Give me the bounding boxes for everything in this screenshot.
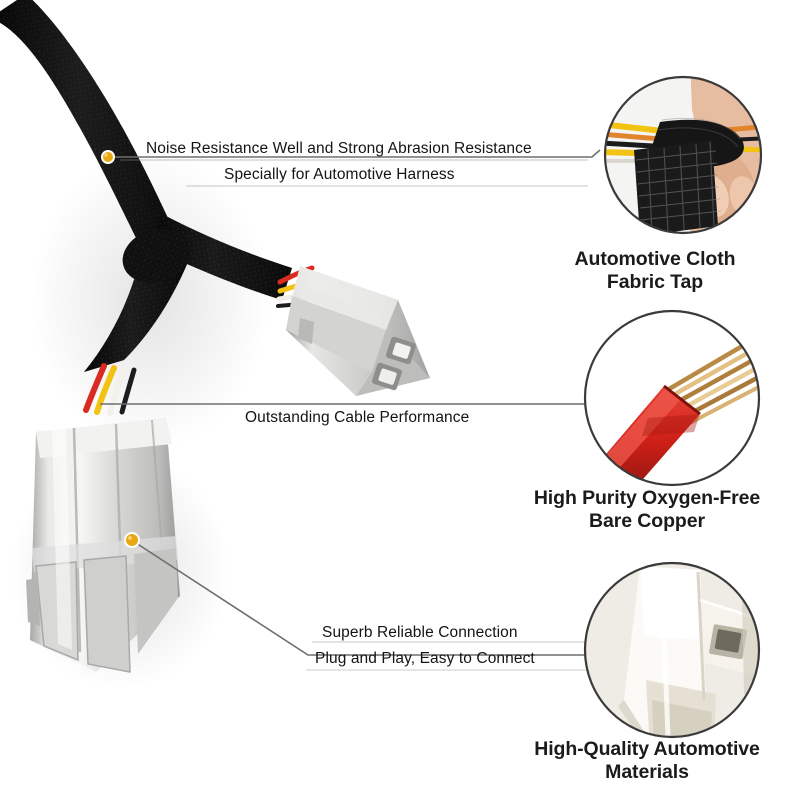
- harness-photo: [0, 0, 430, 673]
- inset-caption-line2: Fabric Tap: [606, 270, 704, 293]
- inset-caption-line2: Materials: [605, 760, 689, 783]
- inset-caption-cloth-fabric-tape: Automotive Cloth Fabric Tap: [510, 248, 800, 293]
- callout-label-noise-resistance-line1: Noise Resistance Well and Strong Abrasio…: [146, 140, 532, 157]
- inset-caption-automotive-materials: High-Quality Automotive Materials: [502, 738, 792, 783]
- grey-connector-small: [286, 266, 430, 396]
- callout-label-reliable-connection-line1: Superb Reliable Connection: [322, 624, 518, 641]
- inset-oxygen-free-copper: [583, 309, 761, 487]
- inset-caption-oxygen-free-copper: High Purity Oxygen-Free Bare Copper: [502, 487, 792, 532]
- callout-label-noise-resistance-line2: Specially for Automotive Harness: [224, 166, 455, 183]
- callout-dots: [101, 150, 140, 548]
- inset-caption-line1: High Purity Oxygen-Free: [533, 487, 761, 509]
- leader-lines: [100, 149, 601, 671]
- inset-1-border: [603, 75, 763, 235]
- leader-line-1: [112, 149, 601, 158]
- wire-bundle-left: [83, 363, 137, 416]
- inset-caption-line2: Bare Copper: [589, 509, 705, 532]
- inset-2-border: [583, 309, 761, 487]
- inset-3-border: [583, 561, 761, 739]
- inset-caption-line1: High-Quality Automotive: [534, 738, 760, 760]
- callout-label-reliable-connection-line2: Plug and Play, Easy to Connect: [315, 650, 535, 667]
- leader-line-3: [135, 542, 588, 656]
- grey-connector-large: [26, 418, 180, 673]
- callout-dot-3: [126, 534, 138, 546]
- inset-caption-line1: Automotive Cloth: [574, 248, 736, 270]
- callout-dot-1: [103, 152, 113, 162]
- callout-label-cable-performance: Outstanding Cable Performance: [245, 409, 470, 426]
